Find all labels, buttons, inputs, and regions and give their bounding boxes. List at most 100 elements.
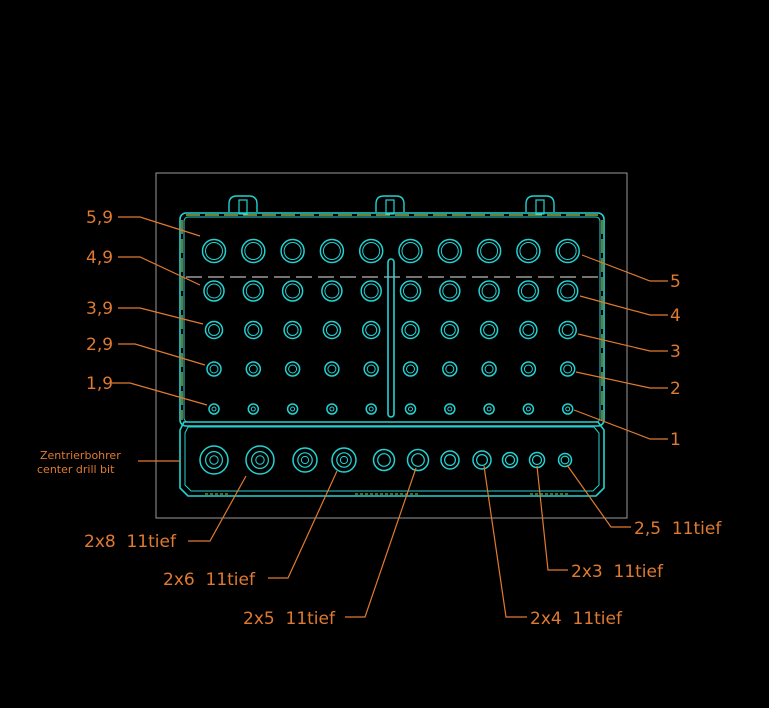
hole-inner-r2-c5 xyxy=(363,283,379,299)
lower-hole-4 xyxy=(331,447,357,473)
hole-inner-r3-c6 xyxy=(404,324,417,336)
hole-r3-c10 xyxy=(558,320,577,340)
hole-inner-r5-c3 xyxy=(290,406,296,412)
hole-r4-c7 xyxy=(442,361,458,377)
lower-holes xyxy=(199,445,573,475)
right-leader-row-4 xyxy=(579,295,668,316)
left-label-row-1: 1,9 xyxy=(86,374,113,394)
hole-r1-c6 xyxy=(398,238,423,264)
lower-hole-8 xyxy=(472,450,492,470)
hole-inner-r4-c1 xyxy=(209,364,219,374)
hole-inner-r1-c1 xyxy=(205,242,223,260)
hole-inner-r4-c9 xyxy=(523,364,533,374)
lower-hole-5 xyxy=(372,448,396,472)
hole-inner-r3-c10 xyxy=(561,324,574,336)
callout-2x6: 2x6 11tief xyxy=(163,570,256,590)
callout-2x5: 2x5 11tief xyxy=(243,609,336,629)
lower-hole-inner-8 xyxy=(476,454,489,467)
hole-r2-c2 xyxy=(242,280,265,302)
hole-r4-c10 xyxy=(559,361,576,377)
hole-r2-c5 xyxy=(360,280,382,302)
hole-r2-c8 xyxy=(478,280,500,302)
hole-inner-r1-c9 xyxy=(519,242,538,260)
hole-inner-r1-c5 xyxy=(362,242,381,260)
right-label-row-2: 2 xyxy=(670,379,681,399)
hole-r5-c8 xyxy=(483,403,495,415)
clip-3 xyxy=(525,195,555,212)
hole-inner-r2-c4 xyxy=(324,283,340,299)
hole-r4-c8 xyxy=(481,361,497,377)
lower-hole-inner-4 xyxy=(336,452,352,468)
left-leader-row-4 xyxy=(118,256,201,286)
hole-inner-r5-c6 xyxy=(408,406,413,412)
lower-hole-inner-1 xyxy=(205,451,224,470)
lower-hole-11 xyxy=(557,452,573,468)
hole-r3-c4 xyxy=(322,320,342,340)
lower-hole-inner-2 xyxy=(251,451,270,470)
lower-hole-6 xyxy=(406,448,430,472)
hole-grid xyxy=(201,238,580,415)
hole-r3-c5 xyxy=(361,320,381,340)
hole-inner-r2-c2 xyxy=(245,283,261,299)
hole-r4-c1 xyxy=(206,361,222,377)
hole-inner-r1-c2 xyxy=(244,242,263,260)
left-leader-row-2 xyxy=(118,343,206,366)
lower-hole-1 xyxy=(199,445,229,475)
hole-r1-c1 xyxy=(201,238,227,264)
lower-hole-core-3 xyxy=(300,455,310,465)
upper-block-outline xyxy=(179,212,605,427)
hole-inner-r3-c3 xyxy=(286,324,299,336)
lower-hole-inner-3 xyxy=(297,452,313,468)
hole-inner-r3-c2 xyxy=(247,324,260,336)
lower-hole-inner-7 xyxy=(444,454,457,467)
hole-inner-r3-c9 xyxy=(522,324,535,336)
hole-r5-c9 xyxy=(522,403,535,415)
hole-inner-r5-c4 xyxy=(329,406,335,412)
bottom-callouts: 2x8 11tief 2x6 11tief 2x5 11tief 2x4 11t… xyxy=(84,464,722,629)
callout-2x6-leader xyxy=(268,470,338,579)
hole-r5-c3 xyxy=(286,403,299,415)
hole-inner-r4-c6 xyxy=(406,364,415,374)
lower-hole-2 xyxy=(245,445,275,475)
hole-r4-c5 xyxy=(363,361,379,377)
hole-r3-c8 xyxy=(479,320,499,340)
hole-r2-c7 xyxy=(439,280,461,302)
hole-r5-c1 xyxy=(208,403,220,415)
lower-block-inner xyxy=(184,426,600,492)
lower-hole-core-4 xyxy=(339,455,349,465)
lower-hole-inner-11 xyxy=(560,455,570,465)
hole-inner-r2-c6 xyxy=(403,283,418,299)
hole-inner-r2-c8 xyxy=(481,283,497,299)
left-leader-row-3 xyxy=(118,307,204,325)
left-labels: 5,9 4,9 3,9 2,9 1,9 xyxy=(86,208,208,406)
hole-inner-r5-c7 xyxy=(447,406,453,412)
left-leader-row-1 xyxy=(112,382,208,406)
lower-hole-core-1 xyxy=(209,455,219,465)
callout-2-5: 2,5 11tief xyxy=(634,519,722,539)
hole-r2-c3 xyxy=(281,280,304,302)
hole-inner-r5-c9 xyxy=(525,406,531,412)
hole-r1-c2 xyxy=(241,238,266,264)
hole-r1-c3 xyxy=(280,238,305,264)
hole-r2-c9 xyxy=(517,280,540,302)
hole-r3-c6 xyxy=(401,320,420,340)
hole-inner-r5-c1 xyxy=(211,406,217,412)
hole-inner-r4-c2 xyxy=(248,364,258,374)
hole-inner-r4-c3 xyxy=(288,364,298,374)
hole-inner-r4-c4 xyxy=(327,364,337,374)
left-label-row-2: 2,9 xyxy=(86,335,113,355)
hole-inner-r1-c10 xyxy=(558,242,577,260)
right-leader-row-1 xyxy=(573,409,668,440)
hole-inner-r4-c5 xyxy=(366,364,376,374)
left-leader-row-5 xyxy=(118,216,201,237)
callout-2x8-leader xyxy=(188,475,247,542)
callout-2x3: 2x3 11tief xyxy=(571,562,664,582)
lower-hole-inner-5 xyxy=(377,453,391,467)
hole-r1-c8 xyxy=(476,238,502,264)
hole-r5-c10 xyxy=(561,403,574,415)
callout-2x5-leader xyxy=(345,467,417,618)
center-drill-label-de: Zentrierbohrer xyxy=(40,449,121,462)
hole-r2-c6 xyxy=(399,280,422,302)
callout-2x8: 2x8 11tief xyxy=(84,532,177,552)
hole-r3-c1 xyxy=(204,320,224,340)
